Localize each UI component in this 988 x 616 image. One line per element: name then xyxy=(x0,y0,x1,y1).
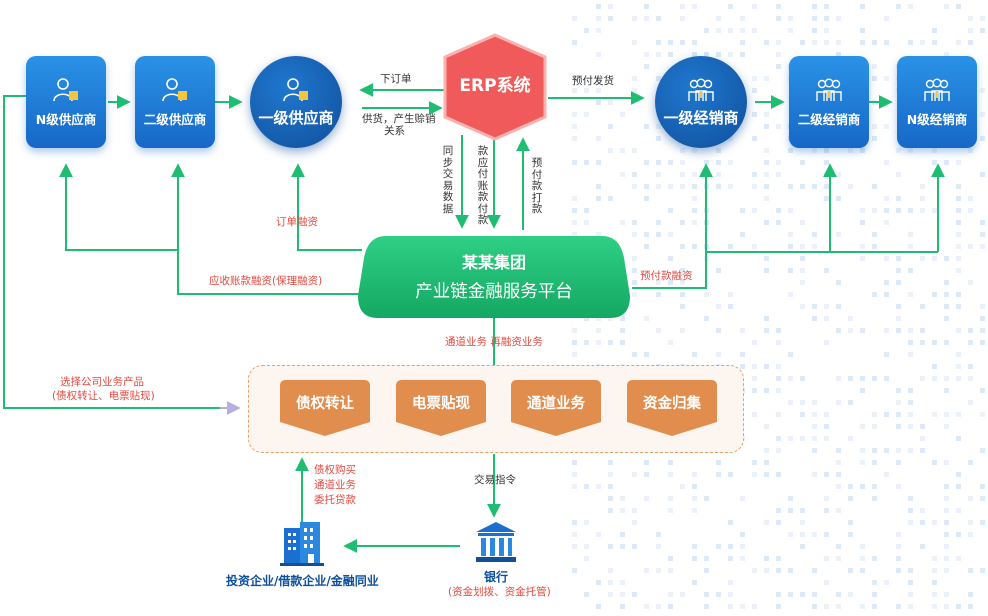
service-fund-pooling: 资金归集 xyxy=(627,380,717,436)
n-distributor-node: N级经销商 xyxy=(897,56,977,148)
label-select-products: 选择公司业务产品 xyxy=(60,376,144,388)
arrow-order-financing xyxy=(291,163,362,251)
service-bill-discount: 电票贴现 xyxy=(396,380,486,436)
service-label: 债权转让 xyxy=(296,396,354,412)
bank-label: 银行 xyxy=(484,570,509,584)
label-select-products-detail: (债权转让、电票贴现) xyxy=(52,390,155,402)
erp-label: ERP系统 xyxy=(459,76,531,96)
bank-icon xyxy=(476,522,516,562)
first-distributor-label: 一级经销商 xyxy=(663,108,739,127)
label-relation: 关系 xyxy=(384,125,405,137)
label-receivable-financing: 应收账款融资(保理融资) xyxy=(209,275,323,287)
label-supply: 供货，产生赊销 xyxy=(362,113,436,125)
distributor-group-icon xyxy=(816,78,842,101)
arrow-prepay-financing xyxy=(632,163,713,289)
label-sync-data: 同步交易数据 xyxy=(442,145,454,215)
platform-title: 某某集团 xyxy=(461,253,526,272)
label-creditor-purchase: 债权购买 xyxy=(314,464,356,476)
arrow-receivable-financing-n xyxy=(59,163,178,251)
label-channel-refinance: 通道业务 再融资业务 xyxy=(445,336,543,348)
first-supplier-label: 一级供应商 xyxy=(258,108,334,127)
platform-subtitle: 产业链金融服务平台 xyxy=(415,282,573,302)
platform-node: 某某集团 产业链金融服务平台 xyxy=(358,236,630,318)
supplier-person-icon xyxy=(53,77,78,101)
service-tag-shape xyxy=(627,380,717,436)
service-tag-shape xyxy=(511,380,601,436)
erp-node: ERP系统 xyxy=(445,35,545,139)
arrow-receivable-financing xyxy=(171,163,362,295)
service-label: 资金归集 xyxy=(643,396,701,412)
erp-hexagon xyxy=(443,33,547,141)
distributor-group-icon xyxy=(688,78,714,101)
service-tag-shape xyxy=(396,380,486,436)
label-order-financing: 订单融资 xyxy=(276,216,318,228)
line-left-loop xyxy=(3,95,236,409)
building-icon xyxy=(280,522,324,566)
label-payable-payment: 款应付账款付款 xyxy=(477,145,489,226)
label-channel-business: 通道业务 xyxy=(314,479,356,491)
second-supplier-label: 二级供应商 xyxy=(143,111,207,127)
n-distributor-label: N级经销商 xyxy=(906,111,968,127)
label-entrusted-loan: 委托贷款 xyxy=(314,494,356,506)
service-tag-shape xyxy=(280,380,370,436)
label-trade-instruction: 交易指令 xyxy=(474,474,516,486)
second-distributor-node: 二级经销商 xyxy=(789,56,869,148)
service-channel-business: 通道业务 xyxy=(511,380,601,436)
label-prepay-financing: 预付款融资 xyxy=(640,270,693,282)
bank-note: (资金划拨、资金托管) xyxy=(448,586,551,598)
service-label: 通道业务 xyxy=(527,396,585,412)
second-distributor-label: 二级经销商 xyxy=(797,111,861,127)
distributor-group-icon xyxy=(924,78,950,101)
service-label: 电票贴现 xyxy=(412,396,470,412)
enterprise-label: 投资企业/借款企业/金融同业 xyxy=(226,574,379,588)
service-creditor-transfer: 债权转让 xyxy=(280,380,370,436)
n-supplier-label: N级供应商 xyxy=(35,111,97,127)
first-supplier-node: 一级供应商 xyxy=(250,56,342,148)
label-place-order: 下订单 xyxy=(380,73,412,85)
supplier-person-icon xyxy=(162,77,187,101)
supplier-person-icon xyxy=(283,77,308,101)
platform-shape xyxy=(358,236,630,318)
label-prepay-payment: 预付款打款 xyxy=(531,157,543,215)
first-distributor-node: 一级经销商 xyxy=(655,56,747,148)
second-supplier-node: 二级供应商 xyxy=(135,56,215,148)
n-supplier-node: N级供应商 xyxy=(26,56,106,148)
label-prepay-ship: 预付发货 xyxy=(572,75,614,87)
